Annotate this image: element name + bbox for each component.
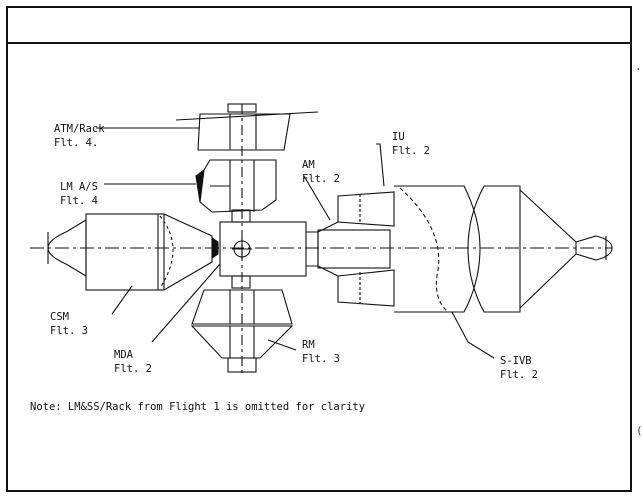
figure-frame xyxy=(6,6,632,492)
atm-rack xyxy=(175,103,319,151)
sivb-label: S-IVB xyxy=(500,355,532,367)
mda-label: MDA xyxy=(114,349,134,361)
am-label: AM xyxy=(302,159,315,171)
diagram-labels: ATM/Rack Flt. 4. LM A/S Flt. 4 AM Flt. 2… xyxy=(30,123,538,413)
csm-flight: Flt. 3 xyxy=(50,325,88,337)
title-band xyxy=(6,6,632,44)
leader-lines xyxy=(96,127,495,359)
lm-label: LM A/S xyxy=(60,181,98,193)
mda-module xyxy=(219,209,319,289)
sivb-flight: Flt. 2 xyxy=(500,369,538,381)
atm-label: ATM/Rack xyxy=(54,123,105,135)
rm-module xyxy=(190,289,294,373)
sivb-stage xyxy=(394,185,613,313)
am-flight: Flt. 2 xyxy=(302,173,340,185)
atm-flight: Flt. 4. xyxy=(54,137,98,149)
csm-module xyxy=(47,213,219,291)
footnote: Note: LM&SS/Rack from Flight 1 is omitte… xyxy=(30,401,365,413)
mda-flight: Flt. 2 xyxy=(114,363,152,375)
margin-paren: ( xyxy=(636,424,642,437)
lm-flight: Flt. 4 xyxy=(60,195,98,207)
csm-label: CSM xyxy=(50,311,69,323)
airlock-module xyxy=(317,191,395,307)
rm-label: RM xyxy=(302,339,315,351)
iu-label: IU xyxy=(392,131,405,143)
margin-dot: . xyxy=(635,60,642,73)
iu-flight: Flt. 2 xyxy=(392,145,430,157)
rm-flight: Flt. 3 xyxy=(302,353,340,365)
lm-ascent-stage xyxy=(195,159,277,213)
